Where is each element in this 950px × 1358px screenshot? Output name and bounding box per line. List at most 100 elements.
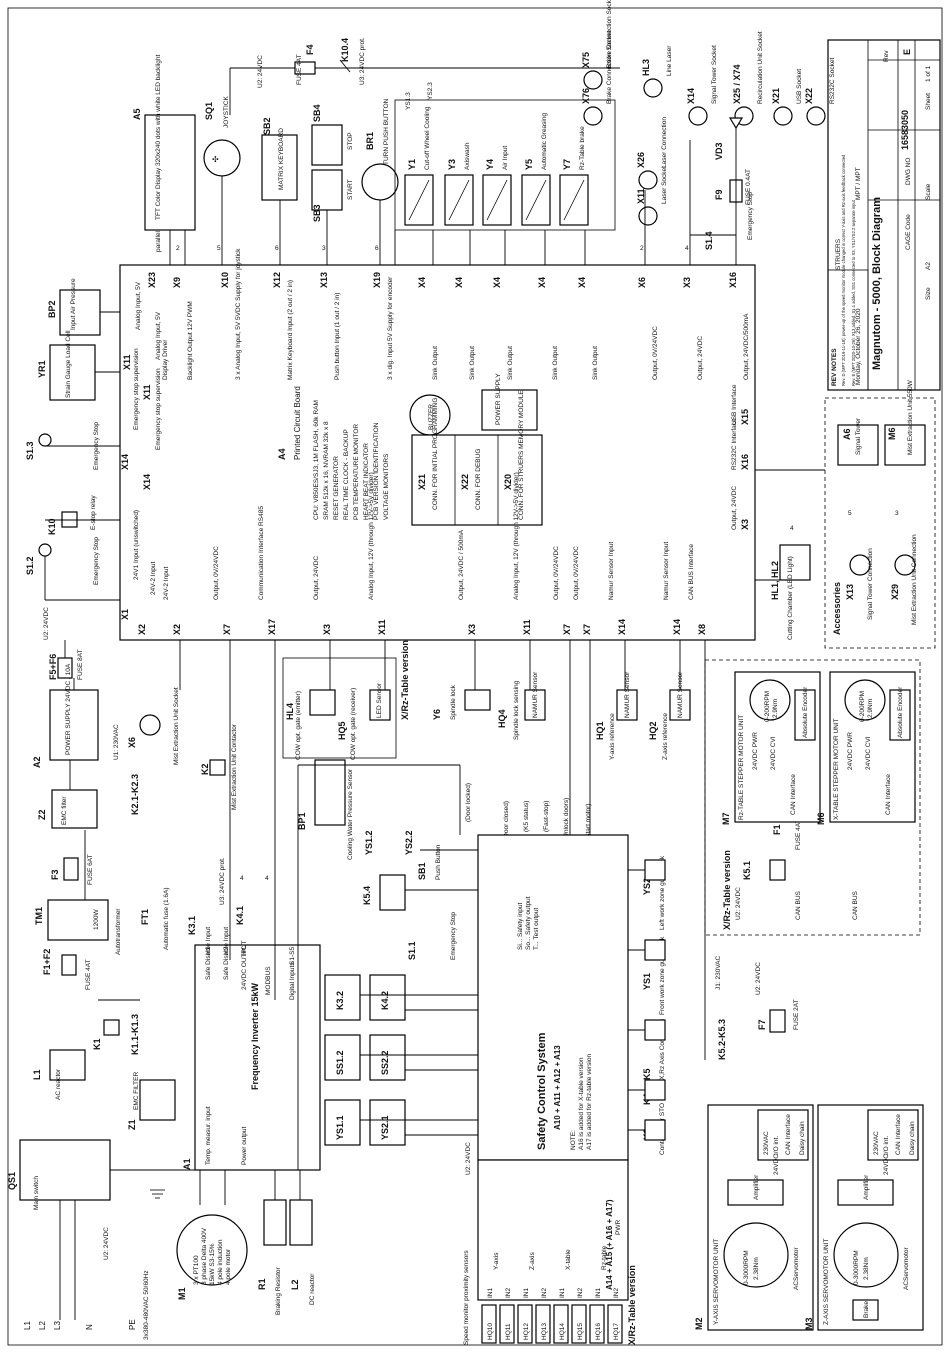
stepper-enc: Absolute Encoder [897, 686, 904, 738]
estop-s12-icon [38, 543, 52, 557]
rev-notes-title: REV NOTES [831, 348, 838, 386]
svg-text:4: 4 [685, 245, 689, 252]
svg-text:K5.1: K5.1 [742, 861, 752, 880]
socket-text: Brake Connection Socket [606, 0, 613, 68]
sensor-ref: HQ17 [613, 1323, 620, 1340]
sensor-ref: HQ14 [559, 1323, 566, 1340]
svg-text:FUSE 4AT: FUSE 4AT [795, 819, 802, 850]
svg-text:SB4: SB4 [312, 104, 322, 122]
svg-text:U1: 230VAC: U1: 230VAC [113, 724, 120, 760]
svg-text:Safety Control System: Safety Control System [536, 1032, 548, 1150]
svg-text:U2: 24VDC: U2: 24VDC [43, 607, 50, 640]
company-name: STRUERS [835, 238, 842, 270]
svg-text:PE: PE [128, 1319, 137, 1330]
port-right-conn: X3 [740, 519, 750, 530]
svg-text:H2: H2 [223, 946, 230, 955]
port-left-desc: Emergency stop supervision [133, 348, 140, 430]
port-bottom-conn: X3 [467, 624, 477, 635]
sensor-group: X-table [565, 1249, 572, 1270]
port-bottom-conn: X11 [522, 619, 532, 635]
svg-text:Spindle lock: Spindle lock [450, 684, 457, 720]
svg-text:Push Button: Push Button [435, 844, 442, 880]
port-top-desc: Output, 0V/24VDC [652, 326, 659, 380]
svg-text:3: 3 [322, 245, 326, 252]
svg-text:X6: X6 [127, 737, 137, 748]
stop-button-sb4: SB4 STOP SB3 START [311, 104, 354, 265]
stepper-rpm: 0-200RPM [764, 691, 771, 722]
port-top-desc: Push button Input (1 out / 2 in) [334, 293, 341, 380]
servo-spec2: 2.38Nm [753, 1257, 760, 1280]
port-top-conn: X19 [372, 272, 382, 288]
sensor-hq16 [589, 1304, 605, 1344]
sensor-ref: HQ16 [595, 1323, 602, 1340]
svg-text:YS2: YS2 [642, 878, 652, 895]
servo-amp: Amplifier [753, 1174, 760, 1200]
cpu-line: HEART BEAT INDICATOR [363, 443, 370, 520]
svg-text:M6: M6 [887, 427, 897, 440]
cpu-line: CPU: V850ES/SJ3, 1M FLASH, 60k RAM [313, 400, 320, 520]
port-bottom-desc: Namur Sensor Input [663, 542, 670, 600]
valve-text: Axiswash [464, 142, 471, 170]
scale-label: Scale [925, 183, 932, 200]
servo-daisy: Daisy chain [909, 1121, 916, 1155]
svg-text:F3: F3 [50, 869, 60, 880]
port-left-desc: Analog Input, 5V [155, 311, 162, 360]
svg-text:X/Rz-Table version: X/Rz-Table version [722, 850, 732, 930]
port-top-desc: Output, 24VDC [697, 336, 704, 380]
svg-text:24VDC OUTPUT: 24VDC OUTPUT [241, 940, 248, 990]
stepper-cvi: 24VDC CVI [865, 736, 872, 770]
svg-text:SS1.2: SS1.2 [335, 1050, 345, 1075]
port-left-desc: Analog Input, 5V [135, 281, 142, 330]
port-bottom-desc: Analog Input, 12V (through 12V->5V divid… [368, 472, 375, 600]
servo-title: Z-AXIS SERVOMOTOR UNIT [823, 1239, 830, 1325]
svg-text:F1+F2: F1+F2 [42, 949, 52, 975]
servo-230: 230VAC [873, 1131, 880, 1155]
sensor-hq11 [499, 1304, 515, 1344]
size-value: A2 [925, 262, 932, 270]
estop-s13-icon [38, 433, 52, 447]
port-bottom-conn: X2 [172, 624, 182, 635]
motor-line: 15kW S3-15% [209, 1243, 216, 1285]
socket-text: Laser Socket [661, 166, 668, 204]
svg-text:L1: L1 [32, 1069, 42, 1080]
svg-text:JOYSTICK: JOYSTICK [223, 96, 230, 128]
svg-text:Signal Tower: Signal Tower [855, 417, 862, 455]
svg-text:NAMUR Sensor: NAMUR Sensor [677, 671, 684, 718]
port-bottom-conn: X3 [322, 624, 332, 635]
sensor-in: IN1 [595, 1288, 602, 1299]
svg-text:K4.2: K4.2 [380, 991, 390, 1010]
svg-text:YZ,X,Rz Axis Contactors: YZ,X,Rz Axis Contactors [659, 1018, 666, 1090]
socket-x75 [583, 70, 603, 90]
port-left-conn: X11 [122, 354, 132, 370]
svg-text:YS2.2: YS2.2 [404, 830, 414, 855]
svg-text:parallel: parallel [155, 230, 162, 252]
date-value: Monday, October 26, 2020 [855, 308, 862, 385]
svg-text:YS1.2: YS1.2 [364, 830, 374, 855]
fuse-f4-label: FUSE 4AT [296, 54, 303, 85]
svg-text:K2: K2 [200, 763, 210, 775]
svg-text:Z-axis reference: Z-axis reference [662, 713, 669, 760]
socket-text: Laser Connection [661, 117, 668, 168]
servo-ac: ACServomotor [903, 1247, 910, 1290]
motor-line: 3 x PT100 [193, 1255, 200, 1285]
port-bottom-desc: Output, 0V/24VDC [553, 546, 560, 600]
svg-text:MATRIX KEYBOARD: MATRIX KEYBOARD [278, 128, 285, 190]
socket-text: USB Socket [796, 69, 803, 104]
dwg-number: 16583050 [900, 110, 910, 150]
svg-text:BUZZER: BUZZER [428, 404, 435, 430]
svg-text:A16 is added for X-table versi: A16 is added for X-table version [578, 1057, 585, 1150]
svg-text:U2: 24VDC: U2: 24VDC [755, 962, 762, 995]
port-top-desc: Matrix Keyboard Input (2 out / 2 in) [287, 280, 294, 380]
svg-text:DC reactor: DC reactor [309, 1273, 316, 1305]
speed-sensors-group: Speed monitor proximity sensors X/Rz-Tab… [463, 1250, 637, 1345]
left-side-group: BP2 Input Air Pressure YR1 Strain Gauge … [7, 278, 245, 1340]
svg-text:K5.2-K5.3: K5.2-K5.3 [717, 1019, 727, 1060]
servo-24: 24VDC [773, 1154, 780, 1175]
svg-text:Main switch: Main switch [33, 1176, 40, 1210]
